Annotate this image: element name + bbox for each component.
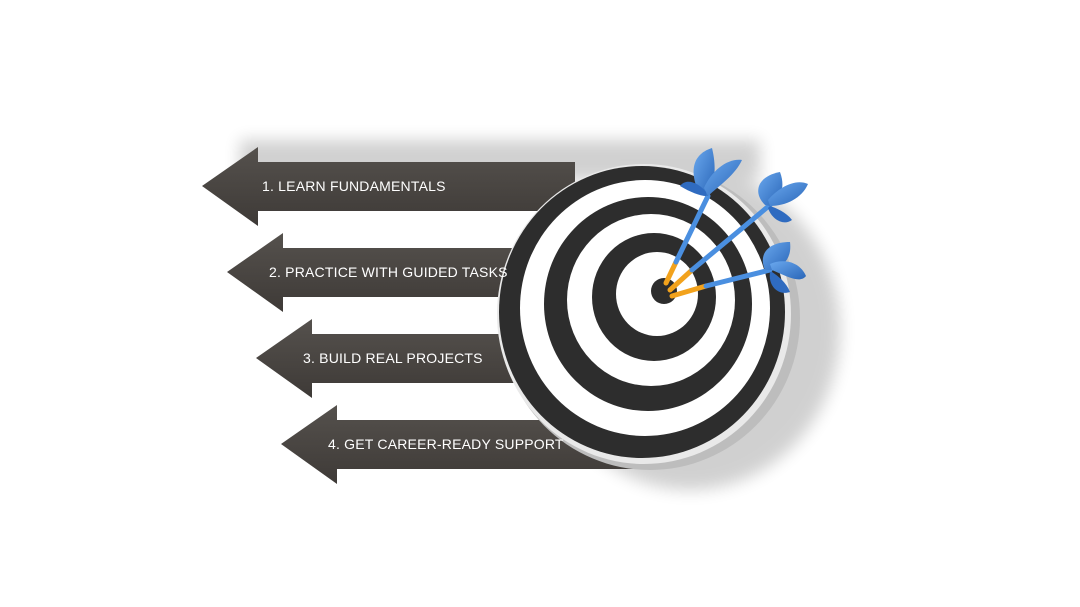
step-arrow-3	[256, 319, 580, 398]
step-label-1: 1. LEARN FUNDAMENTALS	[262, 178, 446, 194]
dart-icon	[663, 148, 742, 286]
step-label-4: 4. GET CAREER-READY SUPPORT	[328, 436, 564, 452]
dart-icon	[667, 172, 808, 293]
step-arrow-2	[227, 233, 560, 312]
step-label-2: 2. PRACTICE WITH GUIDED TASKS	[269, 264, 508, 280]
step-arrow-1	[202, 147, 575, 226]
step-label-3: 3. BUILD REAL PROJECTS	[303, 350, 483, 366]
target-icon	[497, 164, 800, 470]
dart-icon	[669, 242, 806, 299]
